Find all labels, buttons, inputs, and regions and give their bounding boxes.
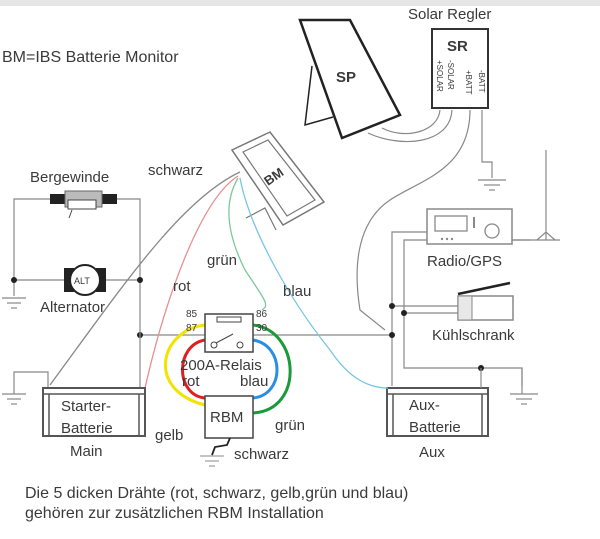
alternator-icon: ALT [64, 264, 106, 296]
wire-label-schwarz-bottom: schwarz [234, 446, 289, 463]
wire-label-rot: rot [173, 278, 191, 295]
wire-label-gruen: grün [207, 252, 237, 269]
sp-label: SP [336, 69, 356, 86]
relay-pin-86: 86 [256, 309, 268, 320]
left-junction-dots [11, 277, 143, 283]
diagram-title: BM=IBS Batterie Monitor [2, 49, 179, 66]
sr-terminal: +SOLAR [435, 60, 444, 92]
antenna-icon [512, 150, 560, 241]
wire-label-schwarz: schwarz [148, 162, 203, 179]
relay-pin-85: 85 [186, 309, 198, 320]
solar-regler-label: Solar Regler [408, 6, 491, 23]
radio-gps-device: Radio/GPS [426, 208, 513, 270]
starter-battery-line1: Starter- [61, 398, 111, 415]
sr-terminal: -BATT [477, 70, 486, 93]
main-label: Main [70, 443, 103, 460]
alternator-label: Alternator [40, 299, 105, 316]
wire-label-rot-relay: rot [182, 373, 200, 390]
rbm-thick-wires [163, 323, 292, 415]
solar-regler-box: SR +SOLAR -SOLAR +BATT -BATT [431, 28, 489, 109]
aux-label: Aux [419, 444, 445, 461]
sr-terminal: -SOLAR [446, 60, 455, 90]
battery-monitor-device: BM [230, 131, 326, 231]
relay-label: 200A-Relais [180, 357, 262, 374]
wire-label-gelb: gelb [155, 427, 183, 444]
relay-pin-30: 30 [256, 323, 268, 334]
fridge-device: Kühlschrank [432, 281, 515, 344]
caption-line-2: gehören zur zusätzlichen RBM Installatio… [25, 505, 324, 522]
alt-label: ALT [74, 276, 90, 286]
aux-battery: Aux- Batterie Aux [386, 387, 489, 461]
caption-line-1: Die 5 dicken Drähte (rot, schwarz, gelb,… [25, 485, 409, 502]
relay-pin-87: 87 [186, 323, 198, 334]
radio-gps-label: Radio/GPS [427, 253, 502, 270]
wire-label-blau-relay: blau [240, 373, 268, 390]
starter-battery: Starter- Batterie Main [42, 387, 146, 460]
sr-label: SR [447, 38, 468, 55]
aux-battery-line2: Batterie [409, 419, 461, 436]
sr-wires [356, 109, 506, 331]
solar-panel: SP [298, 18, 402, 140]
winch-device [50, 190, 117, 219]
wire-label-blau: blau [283, 283, 311, 300]
aux-battery-line1: Aux- [409, 397, 440, 414]
rbm-device: RBM [200, 395, 254, 467]
wire-label-gruen-bottom: grün [275, 417, 305, 434]
bergewinde-label: Bergewinde [30, 169, 109, 186]
fridge-label: Kühlschrank [432, 327, 515, 344]
top-border [0, 0, 600, 6]
bm-thin-wires [49, 171, 389, 389]
sr-terminal: +BATT [464, 70, 473, 95]
starter-battery-line2: Batterie [61, 420, 113, 437]
caption: Die 5 dicken Drähte (rot, schwarz, gelb,… [25, 484, 408, 524]
relay-200a: 85 86 87 30 200A-Relais [180, 309, 268, 374]
rbm-label: RBM [210, 409, 243, 426]
